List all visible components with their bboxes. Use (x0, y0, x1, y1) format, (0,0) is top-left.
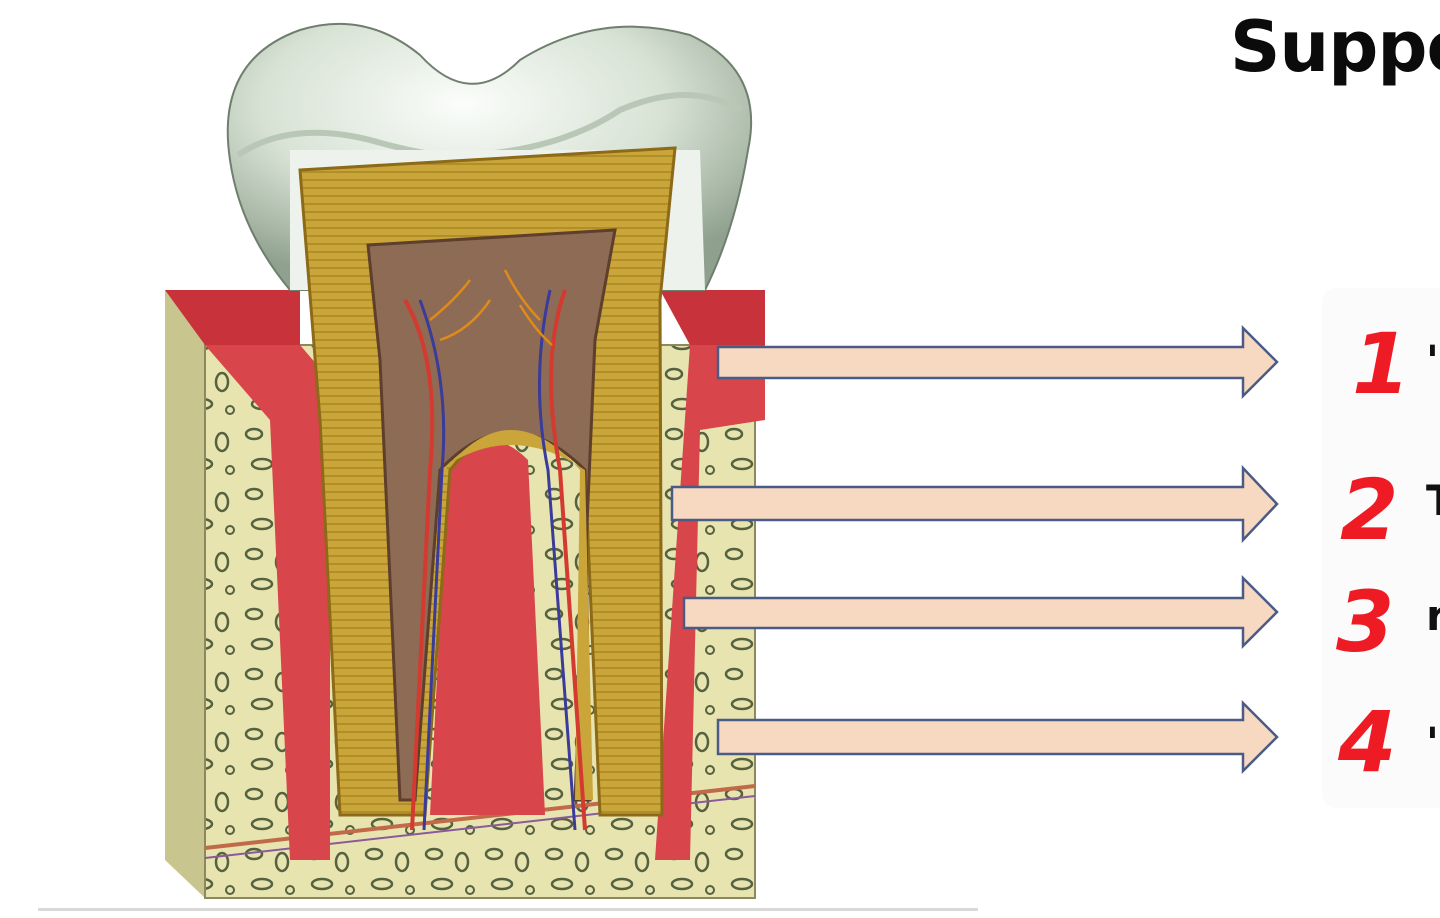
label-panel (1322, 288, 1440, 808)
label-text-4: ' (1426, 718, 1439, 767)
pulp-chamber (366, 228, 617, 831)
arrow-2 (670, 464, 1279, 544)
arrow-4 (716, 699, 1279, 775)
label-number-3: 3 (1336, 573, 1395, 671)
arrow-3 (682, 574, 1279, 650)
page-title: Suppo (1230, 6, 1440, 88)
label-number-4: 4 (1338, 693, 1397, 791)
label-text-1: ' (1426, 336, 1439, 385)
label-number-2: 2 (1340, 461, 1399, 559)
arrow-1 (716, 324, 1279, 400)
bottom-divider (38, 908, 978, 911)
label-text-2: T (1426, 480, 1440, 522)
label-text-3: r (1426, 591, 1440, 640)
label-number-1: 1 (1352, 315, 1411, 413)
gum-tissue (165, 290, 765, 860)
